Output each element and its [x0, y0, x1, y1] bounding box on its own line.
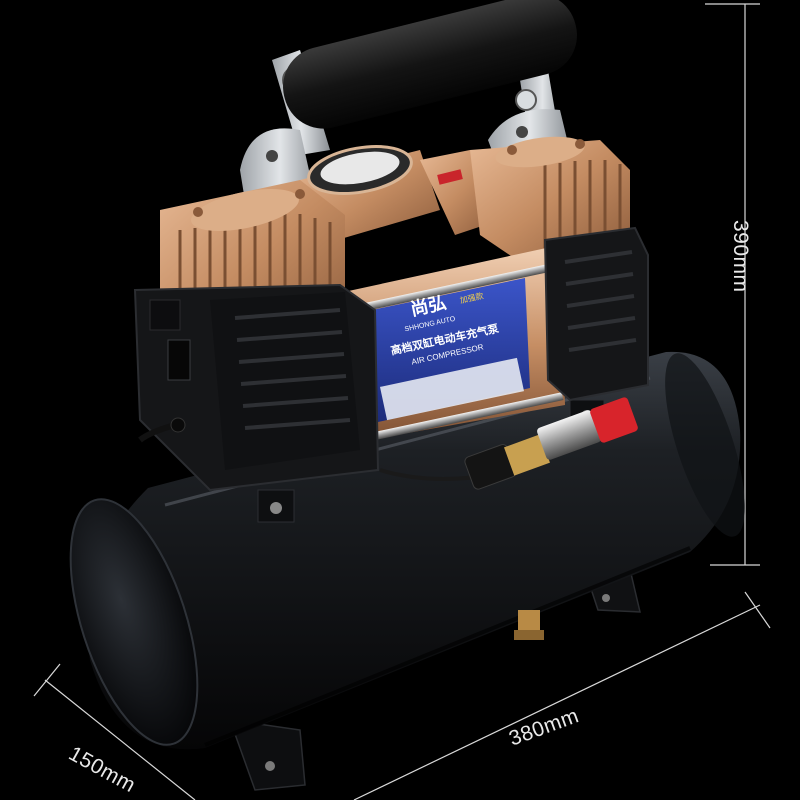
carry-handle [272, 0, 577, 175]
tank-foot-left [228, 719, 306, 791]
drain-valve [514, 610, 544, 640]
air-tank [69, 351, 745, 750]
dimension-line-length [353, 591, 771, 800]
label-badge: 加强款 [459, 290, 485, 305]
height-dimension-label: 390mm [729, 220, 752, 293]
power-switch-icon [167, 339, 191, 381]
motor-housing-left [133, 283, 380, 492]
product-label: 尚弘 加强款 SHHONG AUTO 高档双缸电动车充气泵 AIR COMPRE… [372, 278, 530, 422]
air-hose-coupler [379, 397, 638, 490]
cord-grommet [170, 417, 186, 433]
dimension-line-depth [33, 663, 196, 800]
valve-red-cap [590, 397, 638, 443]
dimension-line-height [705, 3, 760, 566]
cylinder-heatsink-right [470, 136, 630, 262]
motor-housing-right [543, 226, 649, 402]
pump-mount-left [257, 489, 295, 523]
